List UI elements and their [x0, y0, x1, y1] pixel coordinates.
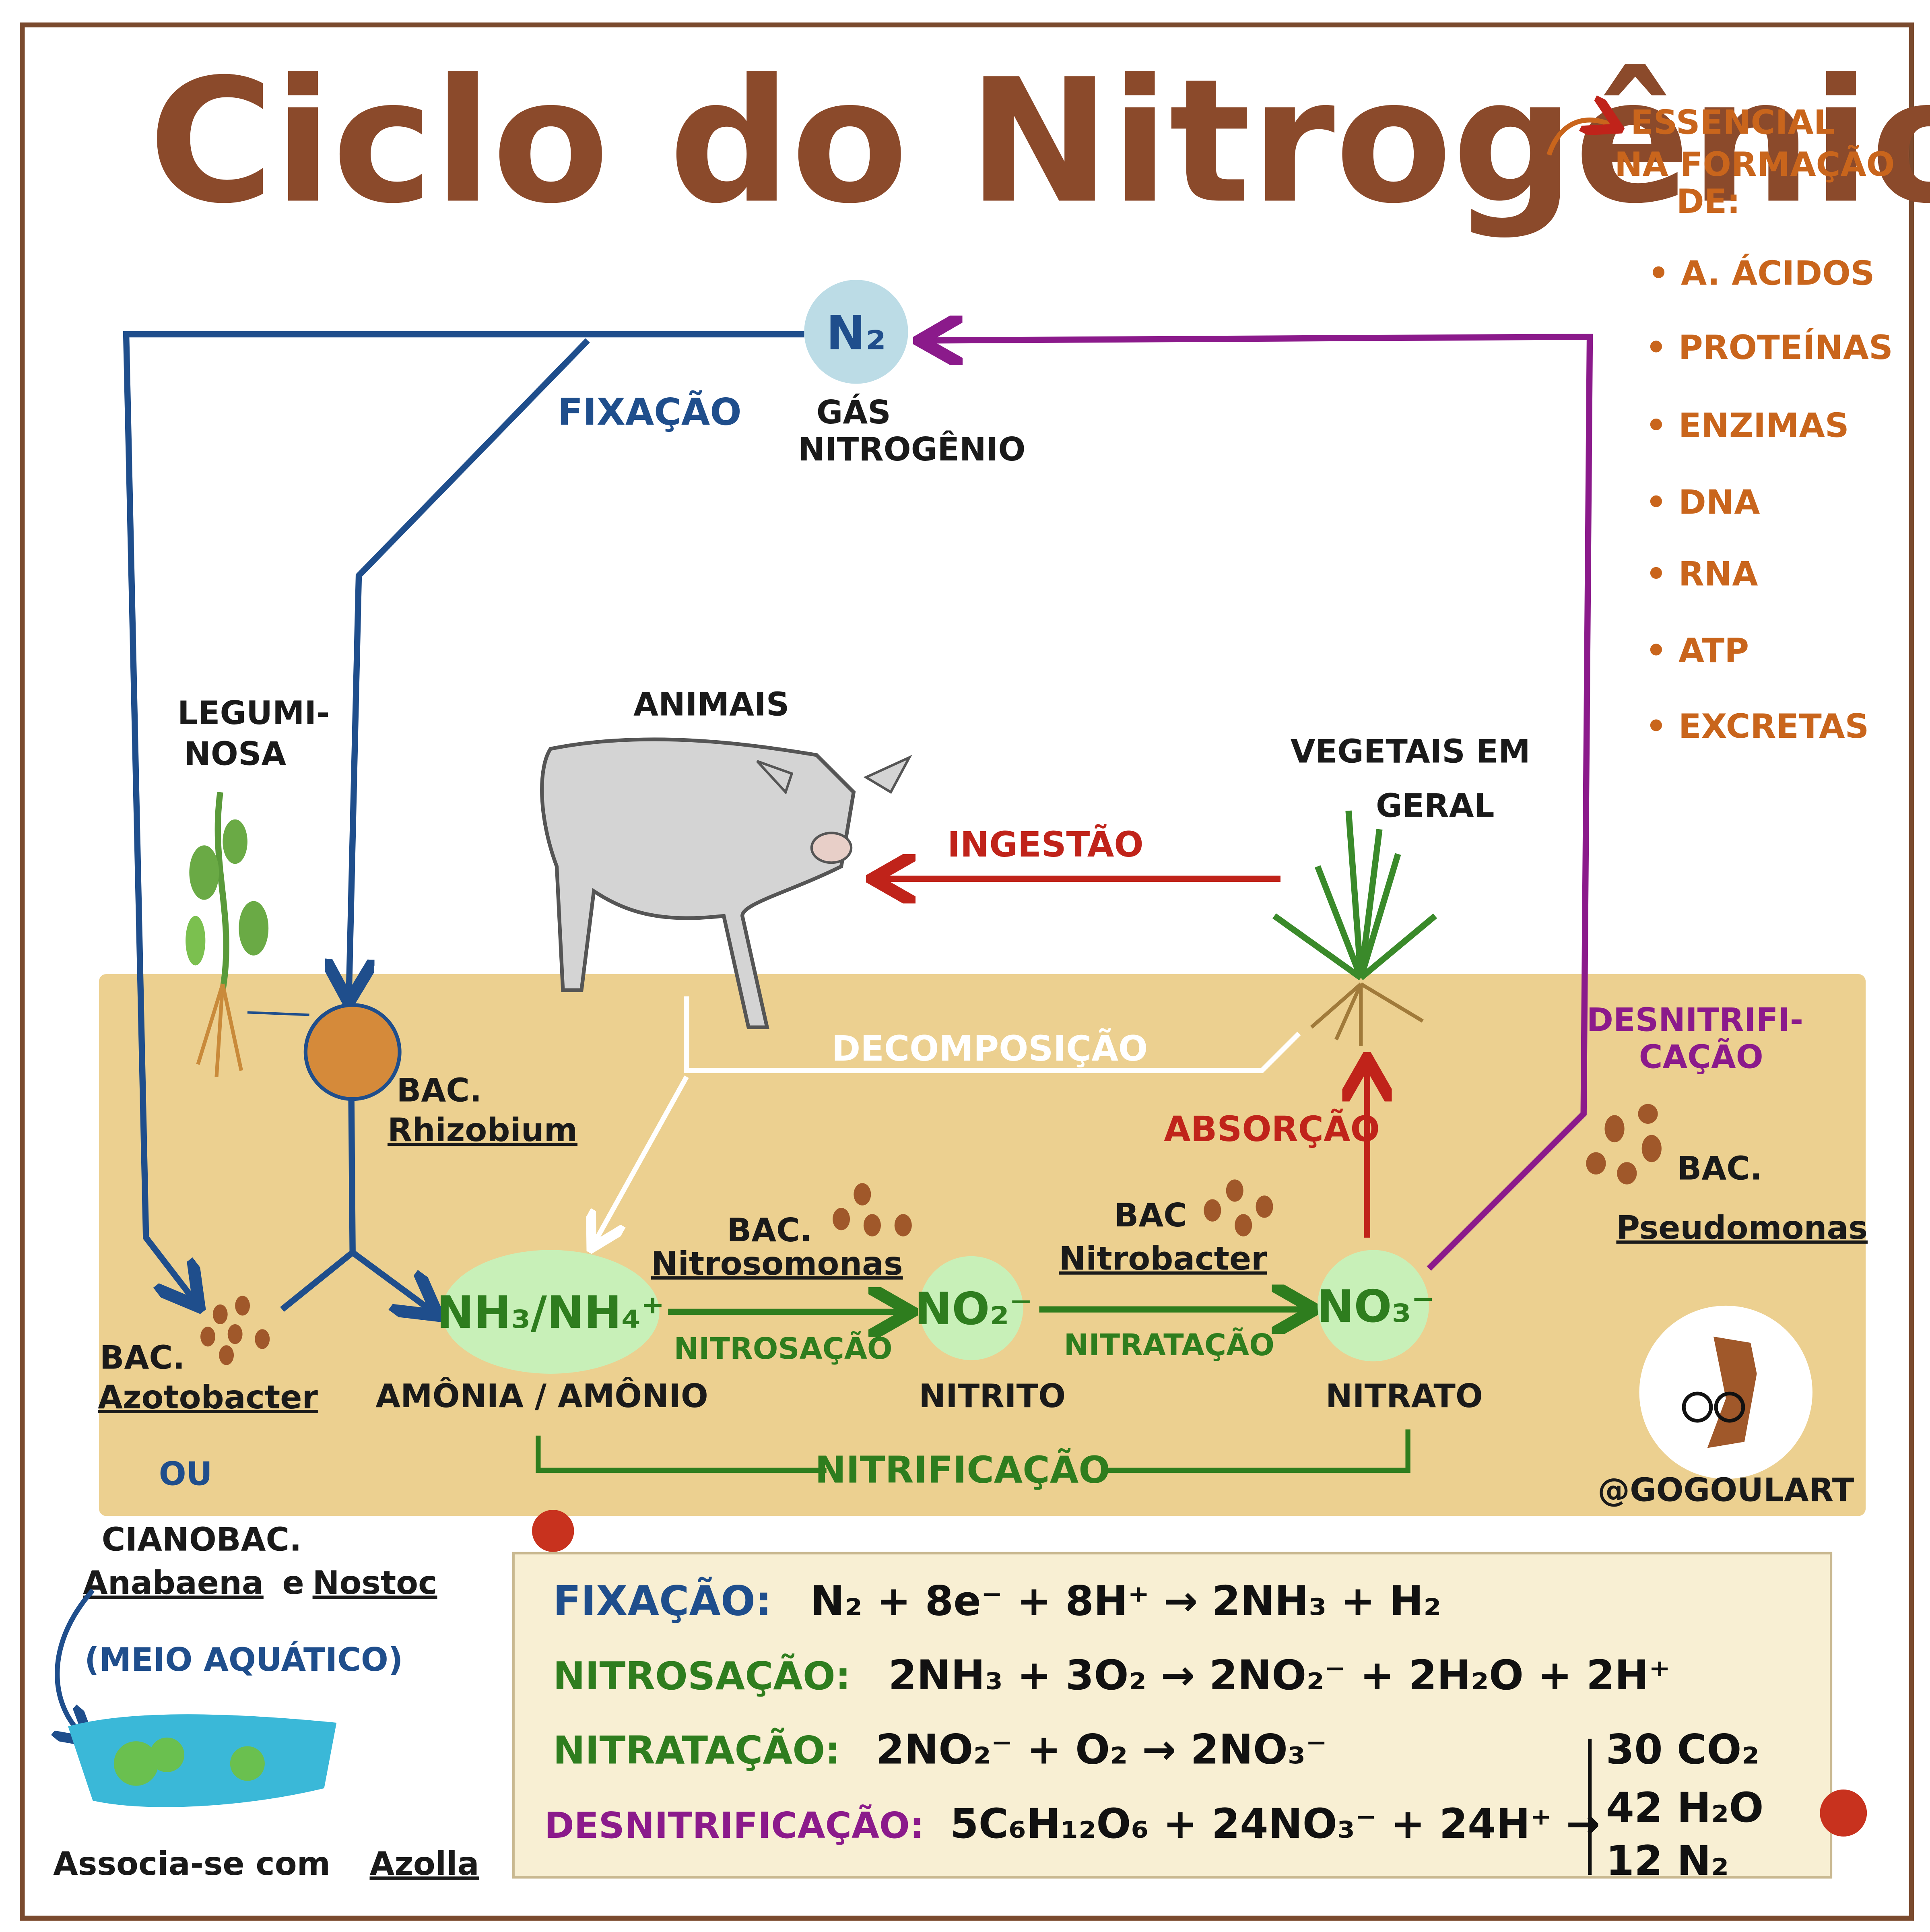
zoom-connector [247, 1011, 309, 1016]
equations-card [512, 1552, 1833, 1879]
cyano-arrow [57, 1588, 93, 1739]
soil-area [99, 974, 1866, 1516]
bacteria-dots-icon [200, 1296, 270, 1365]
nitrite-node [919, 1256, 1023, 1360]
rhizobium-prefix: BAC. [396, 1072, 482, 1109]
svg-text:• A. ÁCIDOS: • A. ÁCIDOS [1648, 254, 1874, 293]
nitrification-bracket [536, 1429, 1410, 1473]
svg-text:ESSENCIAL: ESSENCIAL [1631, 103, 1835, 142]
equation-row: DESNITRIFICAÇÃO: 5C₆H₁₂O₆ + 24NO₃⁻ + 24H… [544, 1800, 1600, 1847]
ingestion-label: INGESTÃO [947, 824, 1143, 865]
or-label: OU [159, 1455, 212, 1493]
nitrite-label: NITRITO [919, 1377, 1066, 1415]
denitrification-arrow [926, 337, 1593, 1271]
plants-label: GERAL [1376, 787, 1495, 825]
nitrification-label: NITRIFICAÇÃO [815, 1448, 1110, 1492]
anabaena-name: Anabaena [83, 1564, 264, 1602]
fixation-arrow [123, 331, 804, 1302]
cow-icon [540, 737, 912, 1029]
svg-text:2NO₂⁻ + O₂ → 2NO₃⁻: 2NO₂⁻ + O₂ → 2NO₃⁻ [876, 1726, 1327, 1773]
denitrification-products: 30 CO₂ 42 H₂O 12 N₂ [1606, 1726, 1764, 1885]
svg-text:5C₆H₁₂O₆ + 24NO₃⁻ + 24H⁺ →: 5C₆H₁₂O₆ + 24NO₃⁻ + 24H⁺ → [950, 1800, 1600, 1847]
nitrite-symbol: NO₂⁻ [915, 1283, 1033, 1335]
bacteria-dots-icon [1204, 1179, 1273, 1236]
azotobacter-prefix: BAC. [100, 1339, 185, 1377]
pseudomonas-name: Pseudomonas [1616, 1209, 1868, 1247]
svg-text:12 N₂: 12 N₂ [1606, 1837, 1729, 1885]
svg-text:2NH₃ + 3O₂ → 2NO₂⁻ + 2H₂O + 2H: 2NH₃ + 3O₂ → 2NO₂⁻ + 2H₂O + 2H⁺ [888, 1651, 1670, 1699]
assoc-label: Associa-se com [53, 1845, 330, 1882]
rhizobium-name: Rhizobium [388, 1111, 577, 1149]
ammonia-label: AMÔNIA / AMÔNIO [375, 1377, 708, 1415]
nitrate-symbol: NO₃⁻ [1317, 1281, 1435, 1333]
decomposition-label: DECOMPOSIÇÃO [832, 1028, 1148, 1069]
svg-text:• EXCRETAS: • EXCRETAS [1645, 707, 1869, 746]
animals-label: ANIMAIS [633, 685, 789, 723]
svg-text:DE:: DE: [1676, 182, 1740, 221]
ammonia-node [441, 1250, 660, 1374]
nitrate-label: NITRATO [1326, 1377, 1483, 1415]
plants-label: VEGETAIS EM [1291, 733, 1530, 770]
rhizobium-nodule [303, 1003, 402, 1101]
bacteria-dots-icon [833, 1183, 912, 1236]
grass-plant-icon [1272, 810, 1437, 1046]
nitrobacter-name: Nitrobacter [1059, 1240, 1267, 1278]
nitratation-label: NITRATAÇÃO [1064, 1327, 1274, 1362]
svg-text:• ENZIMAS: • ENZIMAS [1645, 406, 1849, 445]
llama-logo-icon [1682, 1336, 1757, 1448]
pin-icon [1820, 1789, 1867, 1837]
azolla-name: Azolla [370, 1845, 479, 1882]
legume-plant-icon [186, 792, 269, 1077]
equation-row: NITRATAÇÃO: 2NO₂⁻ + O₂ → 2NO₃⁻ [553, 1726, 1327, 1773]
azotobacter-name: Azotobacter [98, 1379, 318, 1416]
n2-label: GÁS [817, 393, 891, 431]
svg-text:• ATP: • ATP [1645, 631, 1749, 670]
nitrosation-label: NITROSAÇÃO [674, 1331, 892, 1366]
curved-arrow-icon [1546, 120, 1615, 156]
svg-text:• RNA: • RNA [1645, 555, 1758, 594]
equation-row: NITROSAÇÃO: 2NH₃ + 3O₂ → 2NO₂⁻ + 2H₂O + … [553, 1651, 1670, 1699]
medium-label: (MEIO AQUÁTICO) [85, 1641, 403, 1678]
n2-label: NITROGÊNIO [798, 430, 1025, 468]
author-handle[interactable]: @GOGOULART [1598, 1472, 1854, 1509]
azolla-water-icon [68, 1714, 337, 1807]
svg-text:• PROTEÍNAS: • PROTEÍNAS [1645, 328, 1893, 367]
fixation-label: FIXAÇÃO [557, 390, 741, 433]
leguminosa-label: LEGUMI- [177, 694, 330, 732]
page-title: Ciclo do Nitrogênio [148, 43, 1930, 242]
denitrification-label: CAÇÃO [1639, 1038, 1763, 1076]
svg-text:DESNITRIFICAÇÃO:: DESNITRIFICAÇÃO: [544, 1804, 924, 1847]
absorption-label: ABSORÇÃO [1164, 1109, 1380, 1150]
svg-text:42 H₂O: 42 H₂O [1606, 1784, 1764, 1831]
bacteria-dots-icon [1586, 1104, 1662, 1185]
svg-text:30 CO₂: 30 CO₂ [1606, 1726, 1760, 1773]
n2-node [804, 280, 908, 384]
nitrosomonas-name: Nitrosomonas [651, 1245, 903, 1282]
fixation-arrow [280, 1099, 433, 1312]
svg-text:NITRATAÇÃO:: NITRATAÇÃO: [553, 1727, 840, 1773]
svg-text:N₂ + 8e⁻ + 8H⁺ → 2NH₃ + H₂: N₂ + 8e⁻ + 8H⁺ → 2NH₃ + H₂ [810, 1577, 1441, 1625]
svg-text:NA FORMAÇÃO: NA FORMAÇÃO [1615, 144, 1895, 184]
denitrification-label: DESNITRIFI- [1587, 1001, 1803, 1038]
cyano-prefix: CIANOBAC. [102, 1521, 302, 1558]
nostoc-name: Nostoc [313, 1564, 437, 1602]
svg-text:FIXAÇÃO:: FIXAÇÃO: [553, 1577, 772, 1625]
and-label: e [282, 1564, 304, 1602]
nitrobacter-prefix: BAC [1114, 1197, 1187, 1234]
equation-row: FIXAÇÃO: N₂ + 8e⁻ + 8H⁺ → 2NH₃ + H₂ [553, 1577, 1441, 1625]
fixation-arrow [349, 338, 590, 996]
pin-icon [532, 1510, 574, 1552]
svg-text:NITROSAÇÃO:: NITROSAÇÃO: [553, 1653, 851, 1699]
leguminosa-label: NOSA [184, 735, 286, 772]
nitrosomonas-prefix: BAC. [727, 1212, 812, 1249]
pseudomonas-prefix: BAC. [1677, 1150, 1762, 1187]
nitrate-node [1318, 1250, 1429, 1362]
n2-symbol: N₂ [826, 305, 886, 360]
svg-text:• DNA: • DNA [1645, 483, 1760, 522]
decomposition-arrow [594, 996, 1301, 1244]
ammonia-symbol: NH₃/NH₄⁺ [437, 1287, 664, 1339]
essential-list: ESSENCIAL NA FORMAÇÃO DE: • A. ÁCIDOS • … [1615, 103, 1895, 745]
